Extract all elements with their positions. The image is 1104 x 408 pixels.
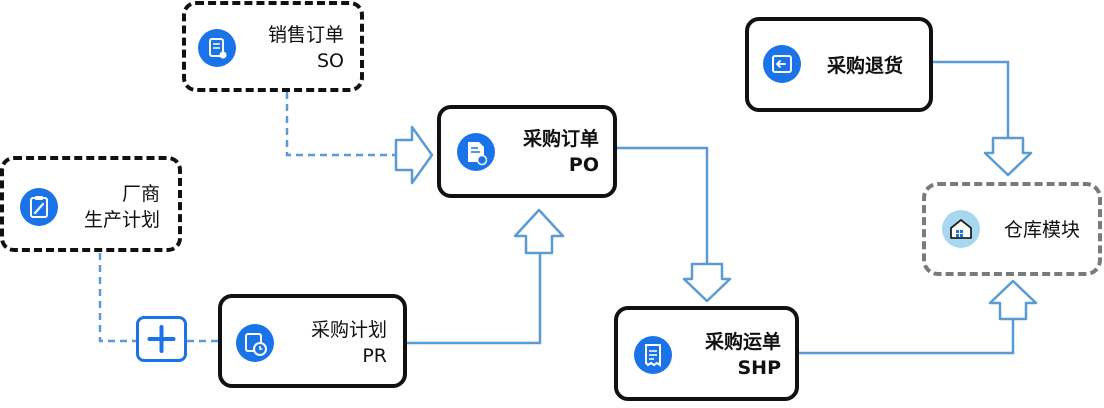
connector-po-shp (617, 146, 709, 264)
clipboard-wrench-icon (20, 188, 58, 226)
node-label: 仓库模块 (1004, 219, 1081, 241)
plus-icon (147, 325, 176, 353)
node-code: PR (362, 345, 387, 367)
node-label: 采购计划 (310, 319, 387, 341)
node-warehouse: 仓库模块 (922, 182, 1102, 276)
node-purchase-order: 采购订单 PO (437, 105, 617, 198)
return-box-icon (763, 45, 801, 83)
node-code: SO (316, 50, 344, 72)
node-label: 销售订单 (267, 24, 344, 46)
warehouse-icon (942, 210, 980, 248)
node-sales-order: 销售订单 SO (182, 1, 364, 92)
node-vendor-production: 厂商 生产计划 (0, 156, 182, 252)
connector-so-po (285, 92, 395, 157)
arrow-up-icon (513, 208, 565, 255)
arrow-right-icon (394, 125, 434, 185)
connector-pr-po (407, 254, 542, 345)
node-purchase-return: 采购退货 (745, 17, 933, 112)
node-label-2: 生产计划 (83, 209, 160, 231)
connector-return-warehouse (933, 60, 1010, 138)
node-label: 厂商 (121, 183, 160, 205)
connector-vendor-pr (98, 253, 137, 343)
node-purchase-plan: 采购计划 PR (218, 294, 407, 388)
receipt-icon (634, 336, 672, 374)
node-purchase-shipment: 采购运单 SHP (614, 306, 799, 401)
node-label: 采购订单 (522, 128, 599, 150)
node-code: PO (568, 154, 599, 176)
calendar-clock-icon (236, 324, 274, 362)
document-badge-icon (457, 133, 495, 171)
document-icon (198, 29, 236, 67)
node-label: 采购运单 (704, 331, 781, 353)
arrow-up-icon (988, 279, 1038, 321)
node-code: SHP (737, 357, 781, 379)
arrow-down-icon (682, 262, 732, 303)
connector-shp-warehouse (799, 316, 1015, 355)
arrow-down-icon (983, 136, 1033, 177)
node-label: 采购退货 (827, 55, 904, 77)
merge-plus-box (136, 316, 187, 362)
